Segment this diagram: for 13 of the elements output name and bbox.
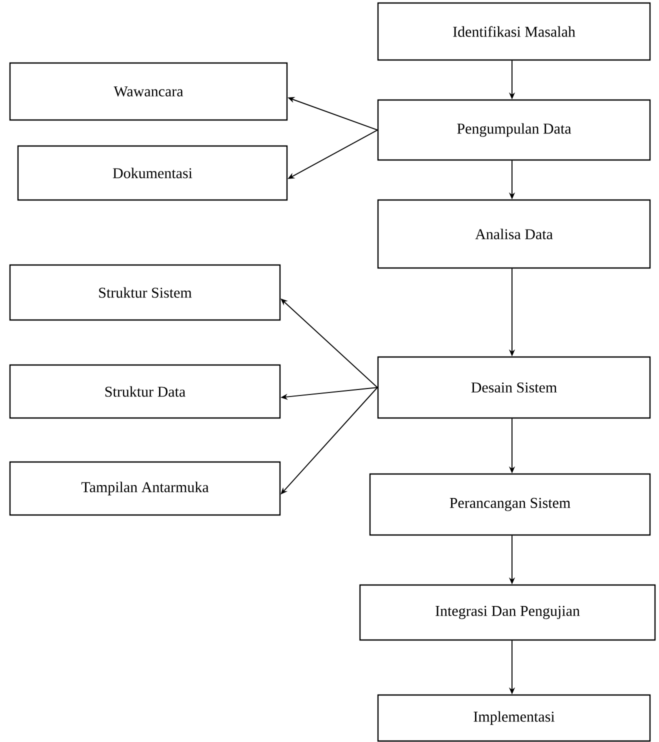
process-box: Pengumpulan Data	[377, 99, 651, 161]
process-box: Analisa Data	[377, 199, 651, 269]
process-box: Desain Sistem	[377, 356, 651, 419]
process-box: Wawancara	[9, 62, 288, 121]
process-box: Implementasi	[377, 694, 651, 742]
arrow	[280, 387, 378, 494]
process-box: Struktur Data	[9, 364, 281, 419]
process-box: Struktur Sistem	[9, 264, 281, 321]
process-box: Perancangan Sistem	[369, 473, 651, 536]
process-box: Dokumentasi	[17, 145, 288, 201]
process-box: Tampilan Antarmuka	[9, 461, 281, 516]
process-box: Identifikasi Masalah	[377, 2, 651, 61]
process-box: Integrasi Dan Pengujian	[359, 584, 656, 641]
